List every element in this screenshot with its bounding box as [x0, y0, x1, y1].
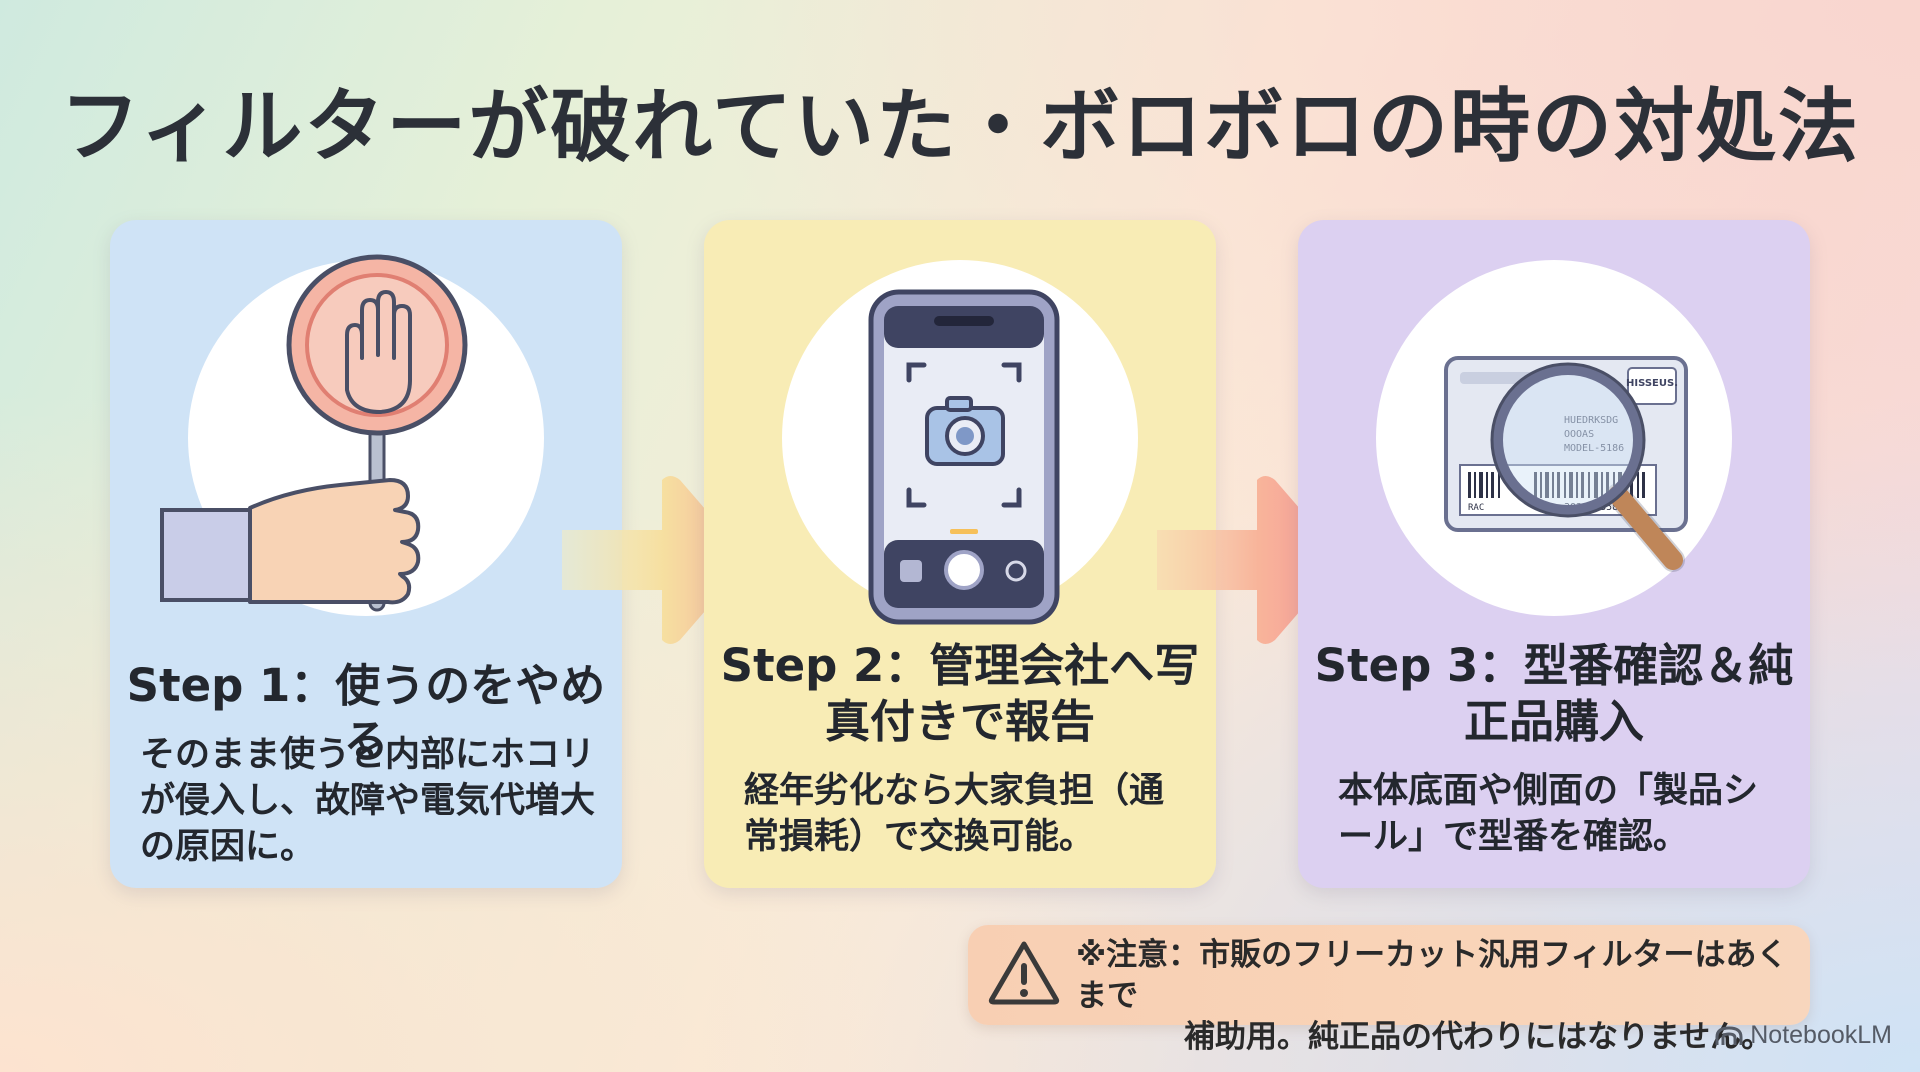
step-2-title: Step 2：管理会社へ写真付きで報告 — [720, 639, 1200, 748]
caution-note-line-1: ※注意：市販のフリーカット汎用フィルターはあくまで — [1076, 937, 1788, 1014]
caution-note: ※注意：市販のフリーカット汎用フィルターはあくまで 補助用。純正品の代わりにはな… — [968, 925, 1810, 1055]
step-3-description: 本体底面や側面の「製品シール」で型番を確認。 — [1338, 771, 1759, 857]
caution-note-line-2: 補助用。純正品の代わりにはなりません。 — [1184, 1019, 1773, 1055]
notebooklm-watermark: NotebookLM — [1714, 1021, 1892, 1050]
right-arrow-icon — [1157, 476, 1342, 644]
step-2-card: Step 2：管理会社へ写真付きで報告 経年劣化なら大家負担（通常損耗）で交換可… — [704, 220, 1216, 888]
step-3-title: Step 3：型番確認＆純正品購入 — [1314, 639, 1794, 748]
label-text-brand: HISSEUS. — [1626, 378, 1678, 389]
page-title: フィルターが破れていた・ボロボロの時の対処法 — [60, 80, 1860, 173]
step-3-card: HISSEUS. HUEDRKSDG OOOAS MODEL-5186 — [1298, 220, 1810, 888]
warning-triangle-icon — [988, 941, 1060, 1005]
notebooklm-logo-icon — [1715, 1025, 1743, 1045]
stop-sign-hand-icon — [160, 254, 468, 612]
step-1-title: Step 1：使うのをやめる — [126, 659, 606, 768]
label-text-line-2: OOOAS — [1564, 429, 1594, 440]
label-text-rac: RAC — [1468, 503, 1484, 513]
magnifier-label-icon: HISSEUS. HUEDRKSDG OOOAS MODEL-5186 — [1444, 356, 1688, 572]
step-2-description: 経年劣化なら大家負担（通常損耗）で交換可能。 — [744, 771, 1165, 857]
brand-label: NotebookLM — [1750, 1021, 1892, 1049]
step-1-card: Step 1：使うのをやめる そのまま使うと内部にホコリが侵入し、故障や電気代増… — [110, 220, 622, 888]
step-1-description: そのまま使うと内部にホコリが侵入し、故障や電気代増大の原因に。 — [140, 735, 596, 867]
caution-note-text: ※注意：市販のフリーカット汎用フィルターはあくまで 補助用。純正品の代わりにはな… — [1076, 935, 1796, 1058]
right-arrow-icon — [562, 476, 747, 644]
label-text-line-3: MODEL-5186 — [1564, 443, 1624, 454]
label-text-line-1: HUEDRKSDG — [1564, 415, 1618, 426]
magnifier-icon — [1490, 362, 1685, 572]
smartphone-camera-icon — [868, 289, 1060, 625]
